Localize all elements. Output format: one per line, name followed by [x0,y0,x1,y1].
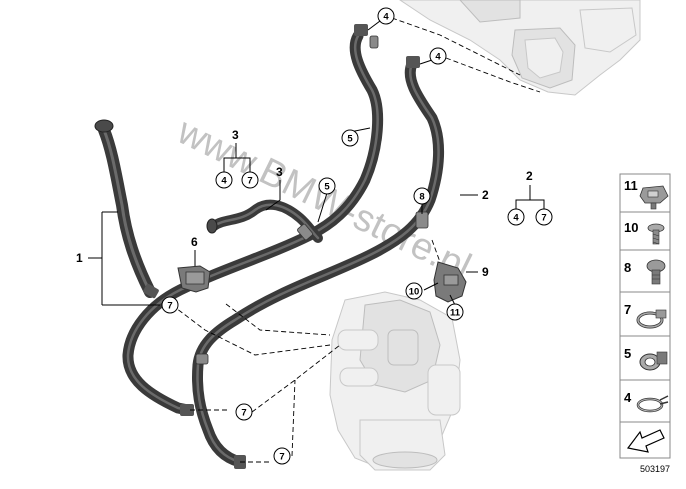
svg-text:4: 4 [221,176,227,187]
legend-row-11: 11 [619,173,671,213]
svg-text:4: 4 [435,52,441,63]
legend-row-10: 10 [619,211,671,251]
circled-4-right: 4 [429,47,447,65]
circled-4-group2: 4 [507,208,525,226]
heater-housing-ghost [399,0,641,96]
callout-6: 6 [191,235,198,249]
legend-row-arrow [619,421,671,459]
hose-5 [122,24,384,416]
svg-text:7: 7 [247,176,252,187]
svg-text:11: 11 [450,308,461,319]
spring-clamp-icon [636,395,669,413]
callout-3-group: 3 [232,128,239,142]
water-pump-ghost [329,291,461,471]
legend-row-8: 8 [619,249,671,293]
holder-clamp-icon [639,351,668,371]
circled-5-b: 5 [318,177,336,195]
circled-7-c: 7 [273,447,291,465]
legend-row-5: 5 [619,335,671,381]
circled-7-a: 7 [161,296,179,314]
svg-text:4: 4 [383,12,389,23]
svg-text:8: 8 [419,192,424,203]
hose-clamp-icon [636,309,667,329]
svg-text:10: 10 [624,220,638,235]
svg-text:7: 7 [241,408,246,419]
callout-1: 1 [76,251,83,265]
circled-11: 11 [446,303,464,321]
svg-text:4: 4 [513,213,519,224]
hose-2 [192,56,444,469]
circled-7-b: 7 [235,403,253,421]
arrow-icon [626,429,665,453]
circled-8: 8 [413,187,431,205]
svg-text:5: 5 [624,346,631,361]
svg-text:5: 5 [347,134,353,145]
circled-7-group2: 7 [535,208,553,226]
svg-text:5: 5 [324,182,330,193]
bracket-9 [433,261,467,303]
svg-text:8: 8 [624,260,631,275]
dashed-lines [171,17,541,463]
circled-4-group3: 4 [215,171,233,189]
hose-1 [94,119,159,299]
callout-2: 2 [482,188,489,202]
rivet-icon [646,259,666,285]
svg-text:7: 7 [624,302,631,317]
clip-nut-icon [639,185,669,210]
screw-icon [647,223,665,245]
svg-text:10: 10 [409,287,420,298]
circled-10: 10 [405,282,423,300]
circled-7-group3: 7 [241,171,259,189]
circled-5-a: 5 [341,129,359,147]
callout-2-group: 2 [526,169,533,183]
bracket-6 [177,265,211,293]
parts-legend: 11 10 8 [619,173,671,474]
part-number-label: 503197 [640,464,670,474]
svg-text:4: 4 [624,390,632,405]
callout-3: 3 [276,165,283,179]
circled-4-top: 4 [377,7,395,25]
leader-lines [88,17,545,306]
legend-row-4: 4 [619,379,671,423]
svg-text:7: 7 [541,213,546,224]
svg-text:7: 7 [167,301,172,312]
svg-text:11: 11 [624,178,638,193]
hose-3 [206,199,323,243]
svg-text:7: 7 [279,452,284,463]
callout-9: 9 [482,265,489,279]
legend-row-7: 7 [619,291,671,337]
